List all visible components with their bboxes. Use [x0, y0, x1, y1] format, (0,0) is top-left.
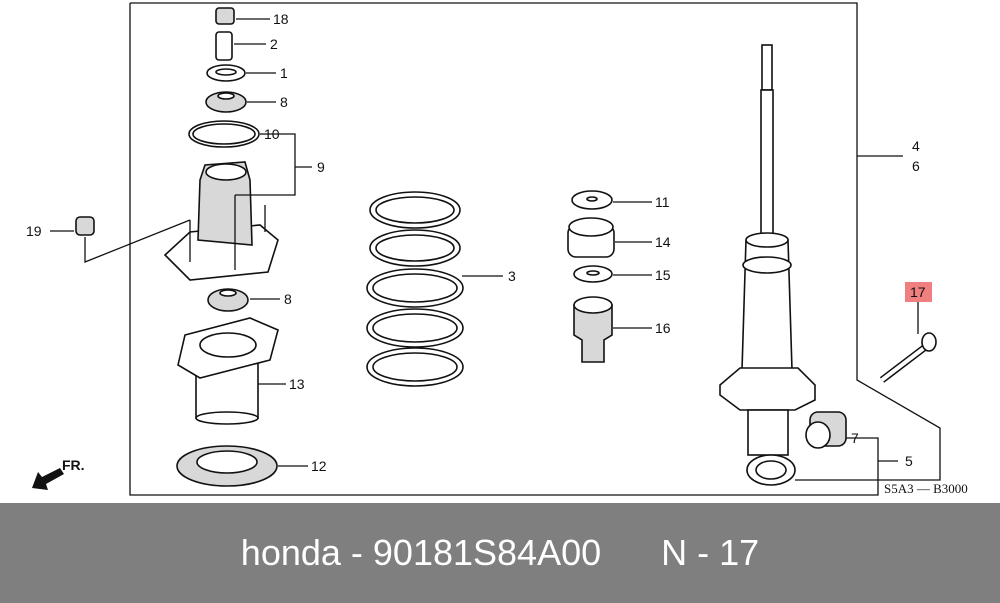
part-19-nut[interactable] [75, 216, 95, 236]
callout-8-lower: 8 [284, 291, 292, 307]
part-15-washer[interactable] [573, 265, 613, 283]
diagram-frame [129, 2, 941, 496]
part-12-spring-pad[interactable] [176, 445, 278, 487]
callout-13: 13 [289, 376, 305, 392]
callout-3: 3 [508, 268, 516, 284]
part-17-bolt[interactable] [879, 332, 937, 383]
part-8-bushing-lower[interactable] [207, 288, 249, 312]
part-14-bump-cap[interactable] [567, 217, 615, 258]
part-4-6-shock-absorber[interactable] [719, 44, 816, 486]
front-direction-arrow [32, 468, 64, 490]
callout-16: 16 [655, 320, 671, 336]
part-3-coil-spring[interactable] [366, 191, 464, 387]
front-marker-label: FR. [62, 457, 85, 473]
callout-7: 7 [851, 430, 859, 446]
callout-8: 8 [280, 94, 288, 110]
callout-1: 1 [280, 65, 288, 81]
diagram-code: S5A3 — B3000 [884, 481, 968, 496]
footer-caption: honda - 90181S84A00 N - 17 [0, 503, 1000, 603]
highlight-box [905, 282, 932, 302]
callout-4: 4 [912, 138, 920, 154]
part-16-bump-stop[interactable] [573, 296, 613, 363]
part-7-bushing[interactable] [805, 411, 847, 449]
callout-11: 11 [655, 194, 670, 210]
brand: honda [240, 532, 341, 573]
callout-17: 17 [910, 284, 926, 300]
callout-5: 5 [905, 453, 913, 469]
callout-10: 10 [264, 126, 280, 142]
callout-6: 6 [912, 158, 920, 174]
callout-12: 12 [311, 458, 327, 474]
part-9-upper-mount[interactable] [163, 161, 279, 281]
part-1-washer[interactable] [206, 64, 246, 82]
parts-diagram: FR. 18 2 1 8 10 9 19 3 8 13 12 11 14 15 … [26, 2, 968, 496]
part-11-washer[interactable] [571, 190, 613, 210]
reference-number: N - 17 [661, 532, 760, 573]
callout-18: 18 [273, 11, 289, 27]
callout-14: 14 [655, 234, 671, 250]
callout-15: 15 [655, 267, 671, 283]
callout-19: 19 [26, 223, 42, 239]
part-13-spring-seat[interactable] [177, 317, 279, 425]
part-18-nut[interactable] [215, 7, 235, 25]
callout-2: 2 [270, 36, 278, 52]
part-number: 90181S84A00 [372, 532, 602, 573]
separator: - [340, 532, 373, 573]
callout-9: 9 [317, 159, 325, 175]
part-8-bushing-upper[interactable] [205, 91, 247, 113]
part-10-o-ring[interactable] [188, 120, 260, 148]
part-2-collar[interactable] [215, 31, 233, 61]
